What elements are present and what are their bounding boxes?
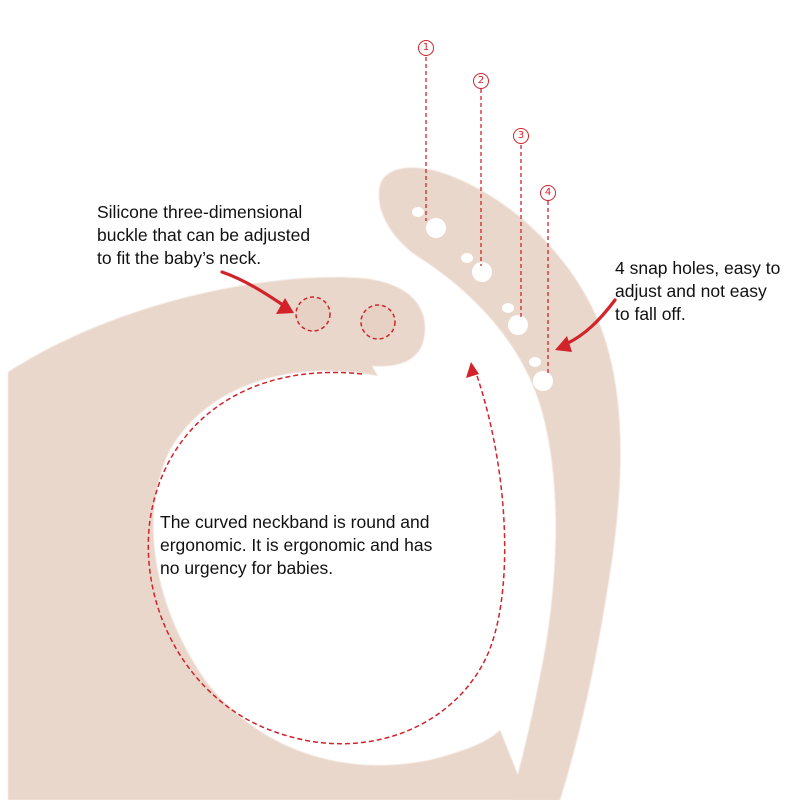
bib-strap [378, 167, 621, 800]
snap-holes-callout-line: adjust and not easy [615, 281, 767, 301]
neckband-callout: The curved neckband is round and ergonom… [160, 511, 432, 580]
snap-holes [412, 207, 553, 391]
hole-marker-1: 1 [418, 40, 434, 56]
hole-marker-4: 4 [540, 185, 556, 201]
buckle-callout-line: to fit the baby’s neck. [97, 248, 262, 268]
buckle-callout-line: Silicone three-dimensional [97, 202, 303, 222]
bib-body [8, 277, 560, 800]
neckband-callout-line: The curved neckband is round and [160, 512, 430, 532]
hole-guides [425, 57, 549, 374]
snap-holes-callout-line: 4 snap holes, easy to [615, 258, 781, 278]
snap-holes-callout: 4 snap holes, easy to adjust and not eas… [615, 257, 780, 326]
buckle-callout: Silicone three-dimensional buckle that c… [97, 201, 310, 270]
curved-arrow-icon [555, 298, 617, 352]
dashed-arrow-icon [466, 362, 479, 378]
buckle-callout-line: buckle that can be adjusted [97, 225, 311, 245]
buckle-bumps [295, 296, 396, 340]
neckband-callout-line: ergonomic. It is ergonomic and has [160, 535, 433, 555]
neckband-callout-line: no urgency for babies. [160, 558, 334, 578]
curved-arrow-icon [220, 270, 294, 314]
hole-marker-3: 3 [513, 128, 529, 144]
neckband-dashed-outline [147, 369, 506, 745]
hole-marker-2: 2 [473, 73, 489, 89]
snap-holes-callout-line: to fall off. [615, 304, 686, 324]
